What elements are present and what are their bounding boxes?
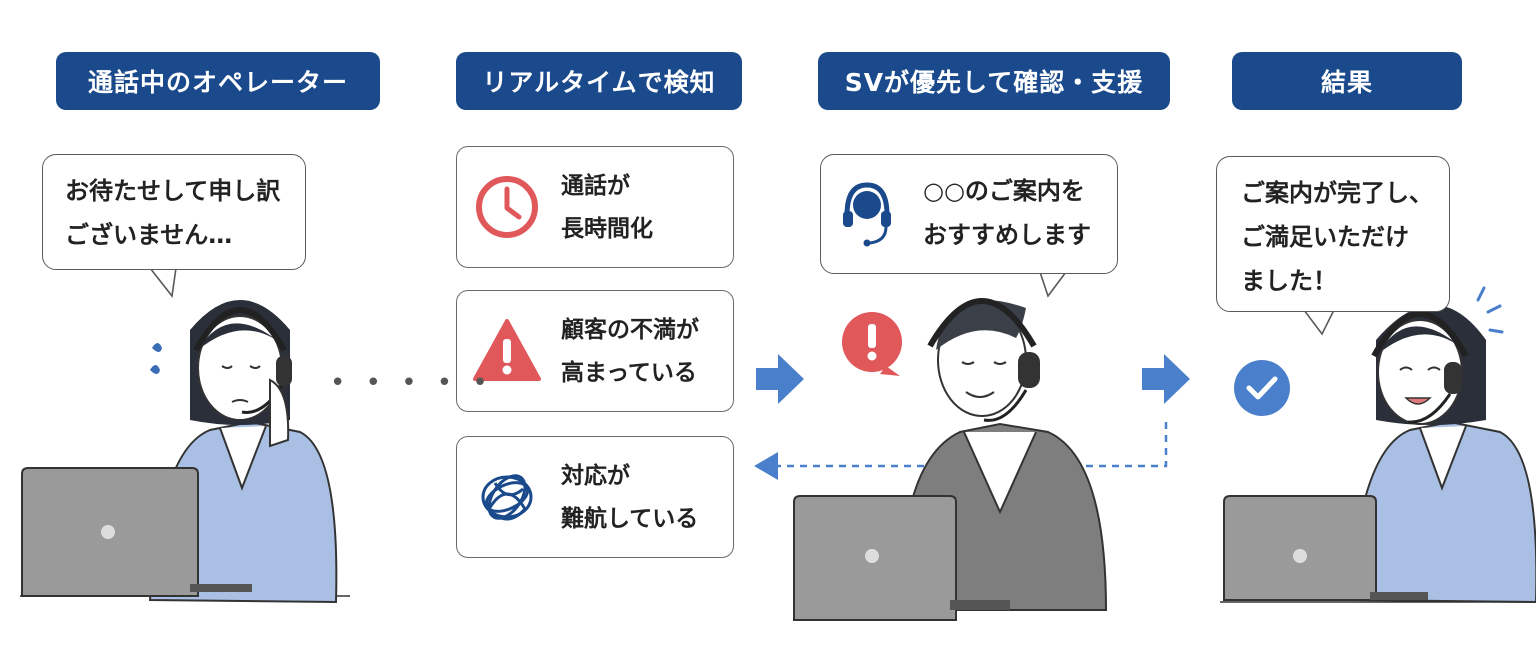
operator-illustration (20, 300, 350, 604)
arrow-right-icon (1142, 354, 1190, 404)
bubble-line: お待たせして申し訳 (65, 177, 281, 205)
card-line: 長時間化 (561, 216, 653, 242)
happy-operator-illustration (1220, 305, 1536, 604)
step-header-result: 結果 (1232, 52, 1462, 110)
detection-card-dissatisfaction: 顧客の不満が 高まっている (456, 290, 734, 412)
bubble-line: ご案内が完了し、 (1241, 179, 1433, 207)
operator-speech-bubble: お待たせして申し訳 ございません… (42, 154, 306, 270)
card-line: 通話が (561, 173, 630, 199)
card-line: 難航している (561, 506, 699, 532)
result-speech-bubble: ご案内が完了し、 ご満足いただけ ました！ (1216, 156, 1450, 312)
supervisor-illustration (793, 298, 1108, 621)
sv-speech-bubble: ○○のご案内を おすすめします (820, 154, 1118, 274)
step-header-operator: 通話中のオペレーター (56, 52, 380, 110)
card-line: 顧客の不満が (561, 317, 699, 343)
headset-icon (843, 182, 891, 247)
detection-card-long-call: 通話が 長時間化 (456, 146, 734, 268)
clock-icon (476, 176, 538, 238)
sweat-drops-icon (150, 343, 162, 374)
card-line: 対応が (561, 463, 630, 489)
card-line: 高まっている (561, 360, 697, 386)
bubble-line: ました！ (1241, 267, 1337, 295)
waiting-dots: • • • • • (330, 368, 494, 398)
detection-card-difficulty: 対応が 難航している (456, 436, 734, 558)
bubble-line: ○○のご案内を (923, 177, 1085, 205)
bubble-line: おすすめします (923, 221, 1091, 249)
step-header-sv-support: SVが優先して確認・支援 (818, 52, 1170, 110)
arrow-right-icon (756, 354, 804, 404)
feedback-arrow-icon (754, 422, 1168, 480)
step-header-detection: リアルタイムで検知 (456, 52, 742, 110)
alert-icon (842, 312, 902, 376)
warning-icon (473, 319, 541, 381)
bubble-line: ございません… (65, 221, 233, 249)
sparkle-icon (1476, 286, 1504, 334)
tangled-thread-icon (481, 474, 533, 521)
check-circle-icon (1234, 360, 1290, 416)
bubble-line: ご満足いただけ (1241, 223, 1409, 251)
